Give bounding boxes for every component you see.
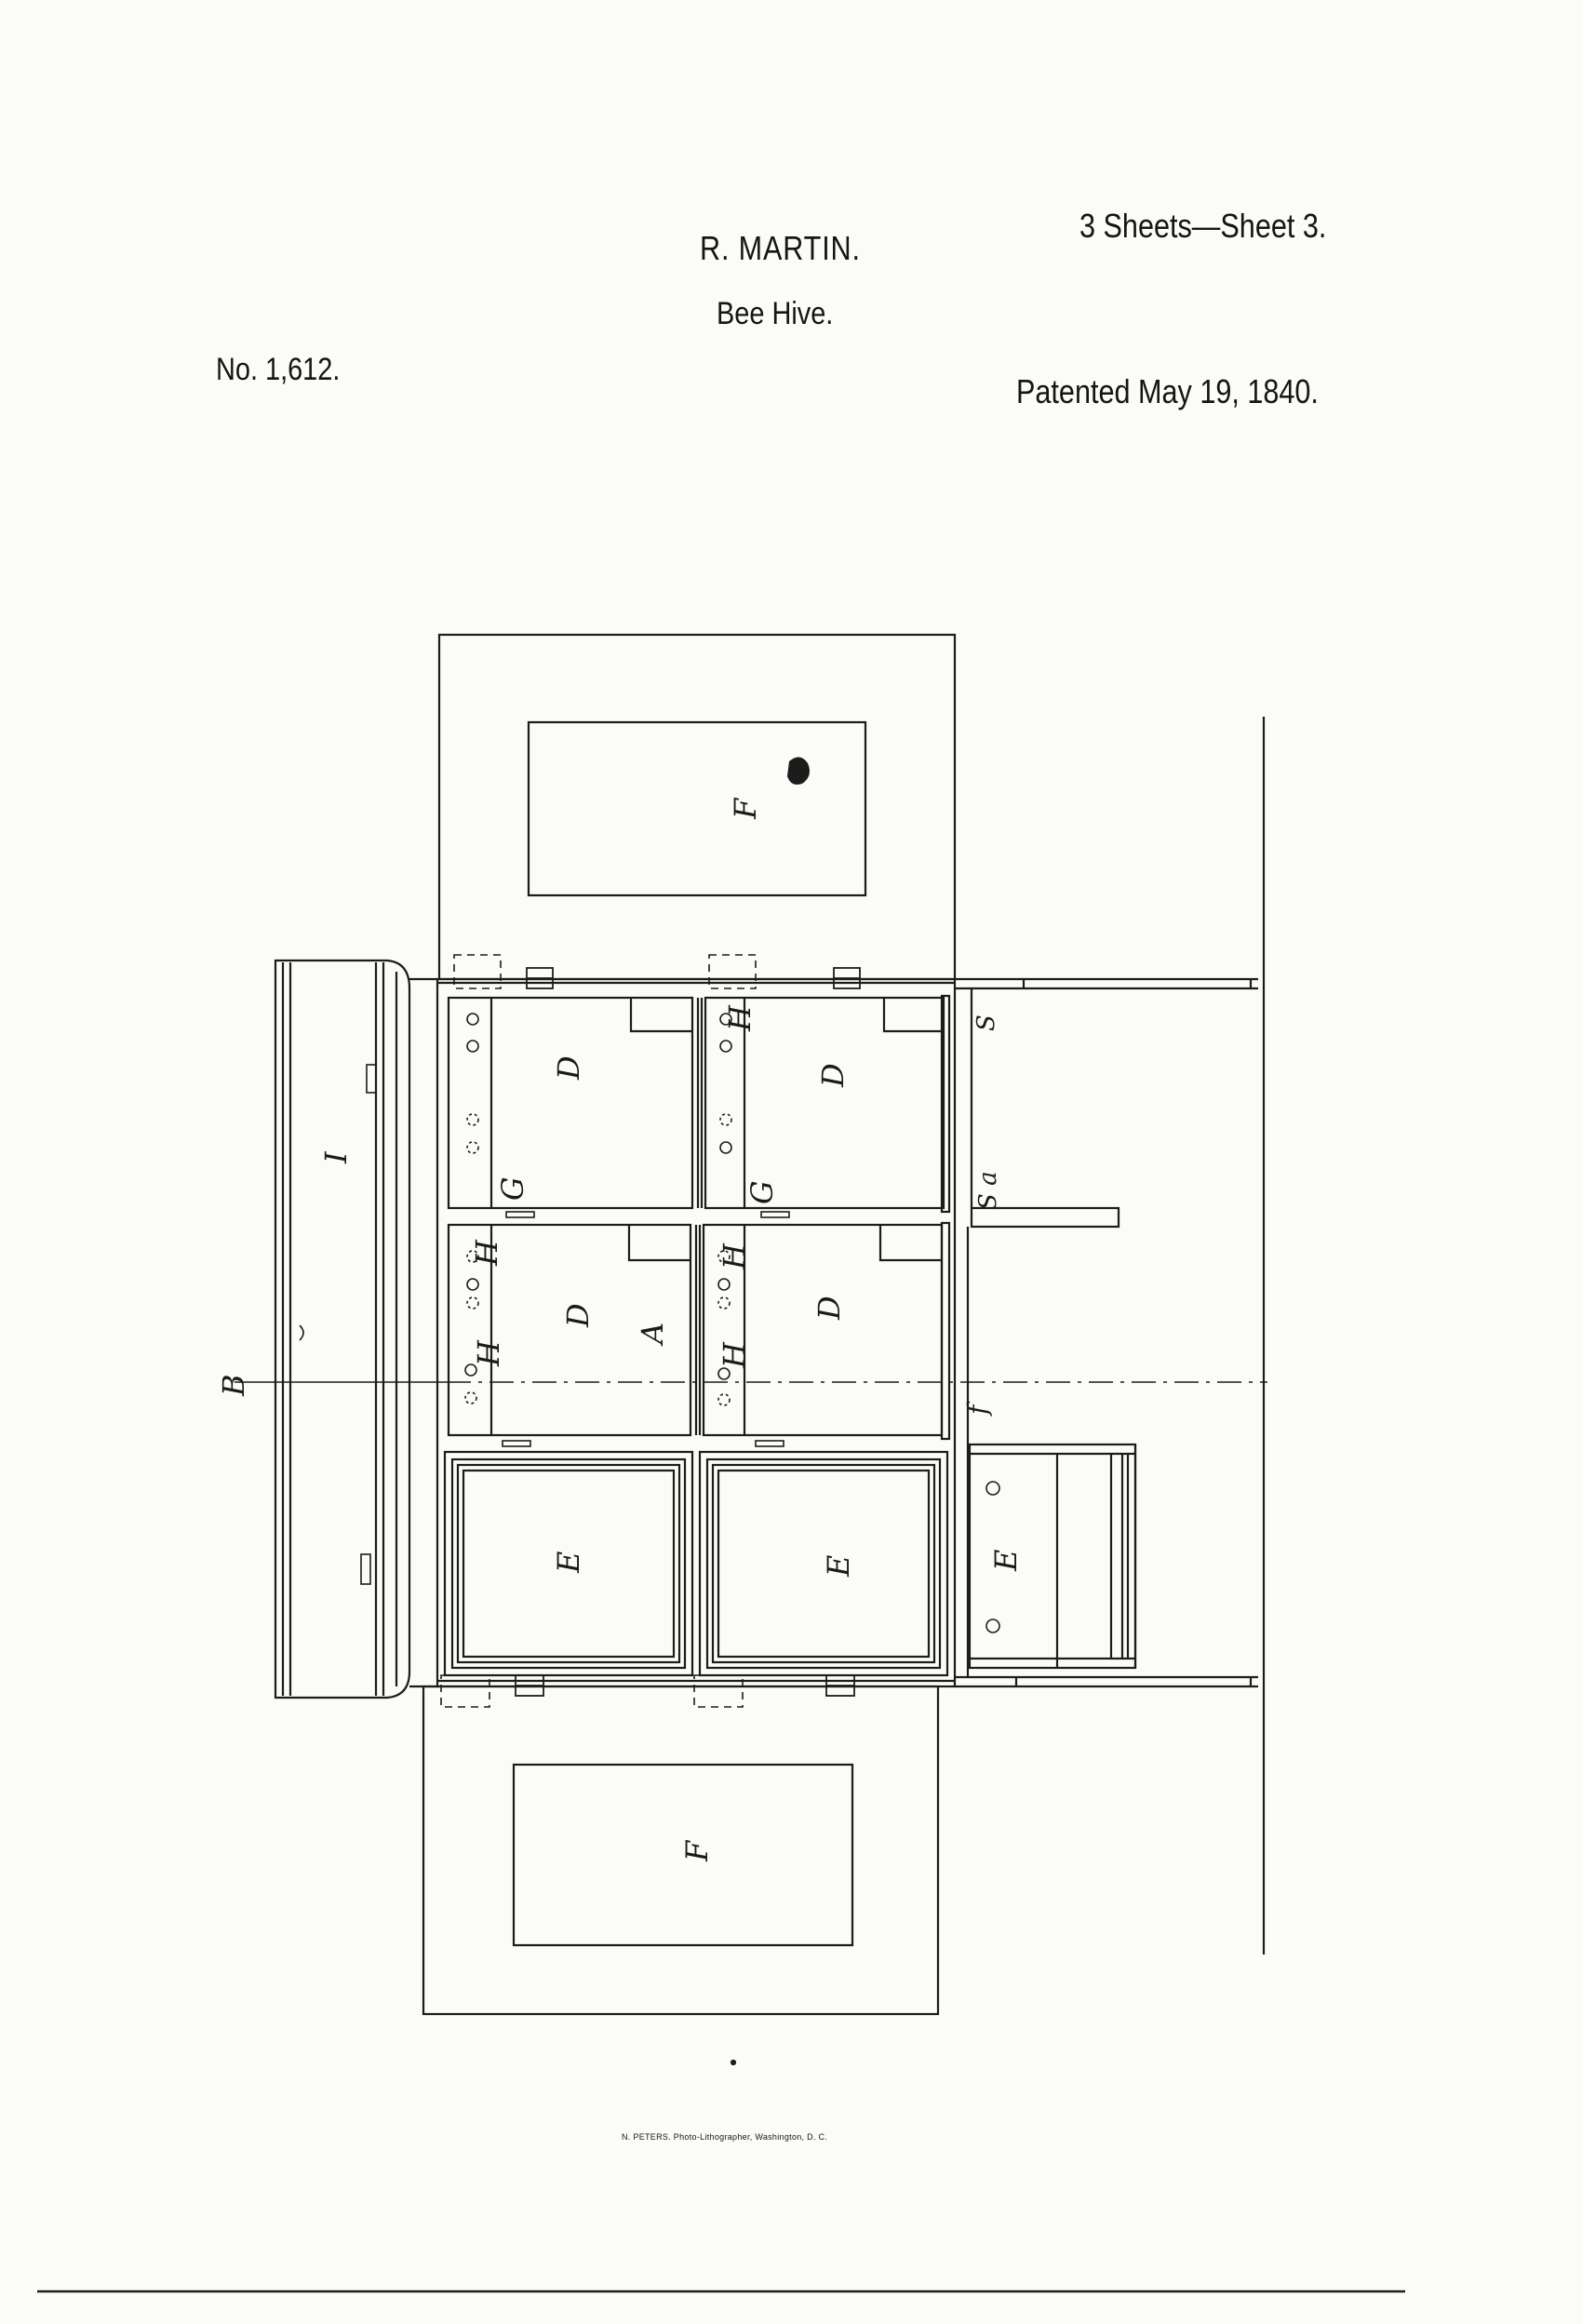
label-bracket-h-4: H <box>717 1243 752 1270</box>
label-bracket-g-2: G <box>744 1180 780 1204</box>
label-side-drawer: E <box>988 1550 1024 1572</box>
printer-credit: N. PETERS. Photo-Lithographer, Washingto… <box>622 2132 828 2142</box>
sheet-number: 3 Sheets—Sheet 3. <box>1079 207 1327 245</box>
inventor-name: R. MARTIN. <box>700 229 861 267</box>
hinges <box>515 967 861 1697</box>
label-glass-box-2: E <box>821 1555 856 1578</box>
label-bracket-h-1: H <box>722 1004 757 1032</box>
label-bracket-g-1: G <box>495 1176 530 1201</box>
upper-compartments <box>447 994 951 1214</box>
label-compartment-4: D <box>811 1296 847 1321</box>
patent-number: No. 1,612. <box>216 352 341 387</box>
hinge-guides <box>440 954 757 1708</box>
side-box <box>274 959 437 1699</box>
label-section-b: B <box>216 1374 251 1397</box>
glass-boxes <box>443 1450 949 1677</box>
label-slide-s: S <box>972 1014 1000 1031</box>
invention-title: Bee Hive. <box>717 296 834 331</box>
label-hive-body: A <box>635 1323 670 1347</box>
tier-slots <box>502 1211 790 1447</box>
middle-compartments <box>447 1221 951 1441</box>
ink-blot <box>787 757 810 785</box>
side-drawer <box>968 1443 1137 1670</box>
label-compartment-3: D <box>560 1303 596 1328</box>
label-lid-bottom: F <box>679 1839 715 1862</box>
side-extension <box>955 717 1266 1955</box>
label-compartment-2: D <box>815 1063 851 1088</box>
label-lid-top: F <box>728 797 763 820</box>
label-slide-sa: S a <box>974 1171 1002 1210</box>
label-bracket-h-2: H <box>469 1239 504 1267</box>
peg-holes <box>464 1013 732 1406</box>
label-bracket-h-3: H <box>471 1339 506 1367</box>
label-compartment-1: D <box>551 1055 586 1081</box>
patent-date: Patented May 19, 1840. <box>1016 372 1319 410</box>
top-lid <box>437 633 957 981</box>
ink-dot <box>730 2059 737 2066</box>
label-glass-box-1: E <box>551 1552 586 1574</box>
hive-body <box>436 977 957 1688</box>
label-bracket-h-5: H <box>717 1341 752 1369</box>
label-side-box: I <box>318 1150 354 1164</box>
